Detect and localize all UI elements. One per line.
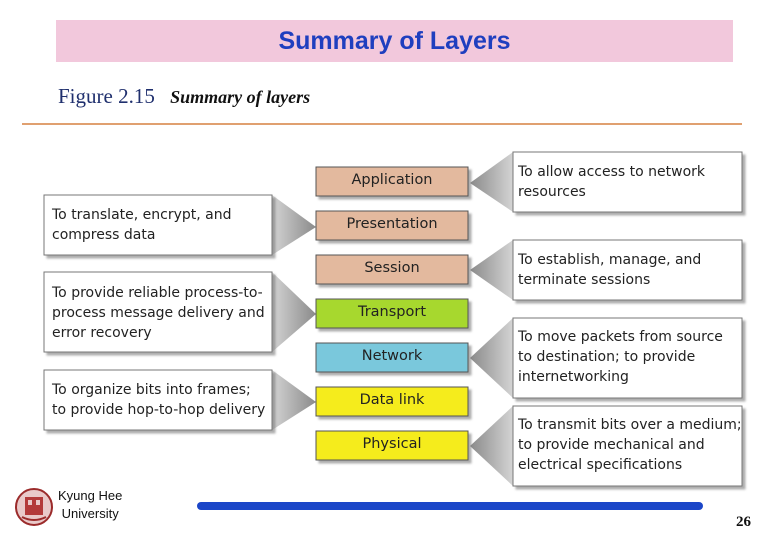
- connector-transport: [272, 272, 316, 352]
- connector-physical: [470, 406, 513, 486]
- desc-line: To organize bits into frames;: [52, 382, 251, 398]
- layer-box-data-link: [315, 386, 469, 417]
- layer-box-transport: [315, 298, 469, 329]
- desc-box-session: [512, 239, 743, 301]
- desc-line: To allow access to network: [518, 164, 705, 180]
- university-name-line: Kyung Hee: [58, 488, 123, 503]
- layer-box-network: [315, 342, 469, 373]
- layer-label-presentation: Presentation: [346, 216, 438, 232]
- university-logo-icon: [15, 488, 53, 526]
- university-name: Kyung Hee University: [58, 487, 122, 523]
- layer-box-application: [315, 166, 469, 197]
- desc-box-data-link: [43, 369, 273, 431]
- connector-presentation: [272, 195, 316, 255]
- desc-box-network: [512, 317, 743, 399]
- footer-bar: [197, 502, 703, 510]
- layer-label-data-link: Data link: [359, 392, 425, 408]
- university-name-line: University: [61, 506, 119, 521]
- desc-presentation: To translate, encrypt, and compress data: [52, 205, 232, 245]
- layer-box-physical: [315, 430, 469, 461]
- desc-line: to destination; to provide: [518, 349, 696, 365]
- desc-physical: To transmit bits over a medium; to provi…: [518, 415, 742, 475]
- desc-line: process message delivery and: [52, 305, 265, 321]
- layer-label-session: Session: [364, 260, 420, 276]
- desc-line: resources: [518, 184, 586, 200]
- desc-session: To establish, manage, and terminate sess…: [518, 250, 701, 290]
- desc-line: terminate sessions: [518, 272, 651, 288]
- layer-label-physical: Physical: [362, 436, 422, 452]
- desc-box-transport: [43, 271, 273, 353]
- desc-line: electrical specifications: [518, 457, 683, 473]
- desc-line: To move packets from source: [518, 329, 723, 345]
- page-number: 26: [736, 514, 751, 530]
- desc-network: To move packets from source to destinati…: [518, 327, 723, 387]
- divider-line: [22, 123, 742, 125]
- desc-line: compress data: [52, 227, 156, 243]
- desc-line: To establish, manage, and: [518, 252, 702, 268]
- desc-line: to provide mechanical and: [518, 437, 705, 453]
- desc-line: To transmit bits over a medium;: [518, 417, 742, 433]
- layer-box-session: [315, 254, 469, 285]
- connector-application: [470, 152, 513, 212]
- title-banner: Summary of Layers: [56, 20, 733, 62]
- desc-line: To provide reliable process-to-: [52, 285, 263, 301]
- layer-label-application: Application: [351, 172, 433, 188]
- figure-number: Figure 2.15: [58, 84, 155, 108]
- desc-box-presentation: [43, 194, 273, 256]
- connector-network: [470, 318, 513, 398]
- desc-box-application: [512, 151, 743, 213]
- slide-title: Summary of Layers: [278, 27, 511, 55]
- layer-label-transport: Transport: [357, 304, 427, 320]
- desc-application: To allow access to network resources: [518, 162, 705, 202]
- desc-box-physical: [512, 405, 743, 487]
- connector-session: [470, 240, 513, 300]
- desc-line: To translate, encrypt, and: [52, 207, 232, 223]
- desc-line: internetworking: [518, 369, 629, 385]
- connector-data-link: [272, 370, 316, 430]
- desc-transport: To provide reliable process-to- process …: [52, 283, 265, 343]
- layer-label-network: Network: [361, 348, 423, 364]
- figure-label: Figure 2.15 Summary of layers: [58, 84, 310, 109]
- desc-data-link: To organize bits into frames; to provide…: [52, 380, 265, 420]
- desc-line: error recovery: [52, 325, 152, 341]
- figure-caption: Summary of layers: [170, 87, 311, 107]
- desc-line: to provide hop-to-hop delivery: [52, 402, 266, 418]
- layer-box-presentation: [315, 210, 469, 241]
